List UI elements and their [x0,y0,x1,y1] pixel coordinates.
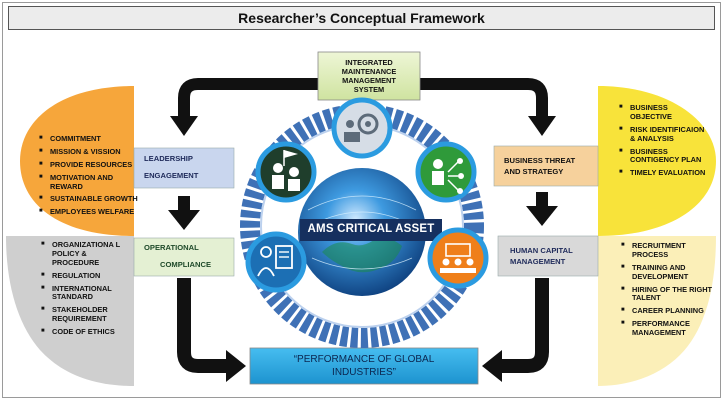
leadership-label: LEADERSHIP ENGAGEMENT [144,148,232,188]
left-upper-list: COMMITMENT MISSION & VISSION PROVIDE RESOU… [38,134,146,221]
top-box-line-4: SYSTEM [353,85,385,95]
business-threat-label: BUSINESS THREAT AND STRATEGY [504,146,596,186]
outer-frame [2,2,721,398]
human-capital-label: HUMAN CAPITAL MANAGEMENT [510,236,596,276]
org-network-icon [415,141,477,203]
right-lower-list: RECRUITMENT PROCESS TRAINING AND DEVELOPM… [620,241,718,342]
arrow-left-bottom-line [177,278,228,373]
maintenance-gear-icon [331,97,393,159]
left-upper-list-item: MISSION & VISSION [39,147,146,157]
arrow-left-mid-shaft [178,196,190,212]
right-lower-list-item: TRAINING AND DEVELOPMENT [621,263,718,282]
leadership-box [133,147,235,189]
arrow-right-bottom-head [482,350,502,382]
operational-label: OPERATIONAL COMPLIANCE [144,238,232,276]
right-upper-list-item: TIMELY EVALUATION [619,168,710,178]
arrow-left-bottom-head [226,350,246,382]
asset-ring [240,104,484,348]
right-upper-list: BUSINESS OBJECTIVE RISK IDENTIFICAION & A… [618,103,710,182]
left-upper-list-item: MOTIVATION AND REWARD [39,173,146,192]
arrow-head-right-down [528,116,556,136]
right-lower-list-item: RECRUITMENT PROCESS [621,241,718,260]
left-upper-list-item: COMMITMENT [39,134,146,144]
left-lower-list-item: STAKEHOLDER REQUIREMENT [41,305,126,324]
top-box-label: INTEGRATED MAINTENANCE MANAGEMENT SYSTEM [318,53,420,99]
bottom-box-label: “PERFORMANCE OF GLOBAL INDUSTRIES” [250,348,478,384]
left-upper-list-item: SUSTAINABLE GROWTH [39,194,146,204]
bottom-box [249,347,479,385]
left-upper-list-item: PROVIDE RESOURCES [39,160,146,170]
center-label-bg [300,219,442,241]
top-box [317,51,421,101]
arrow-right-bottom-line [500,278,549,373]
operational-line-1: OPERATIONAL [144,243,199,253]
top-box-line-3: MANAGEMENT [342,76,396,85]
center-asset-label: AMS CRITICAL ASSET [307,223,435,235]
compliance-document-icon [245,231,307,293]
right-upper-list-item: BUSINESS CONTIGENCY PLAN [619,147,710,166]
leadership-line-1: LEADERSHIP [144,154,193,164]
page-title: Researcher’s Conceptual Framework [8,6,715,30]
operational-line-2: COMPLIANCE [160,260,212,269]
meeting-team-icon [427,227,489,289]
globe-land [322,238,402,273]
right-lower-list-item: PERFORMANCE MANAGEMENT [621,319,718,338]
business-threat-box [493,145,599,187]
business-threat-line-1: BUSINESS THREAT [504,155,576,165]
human-capital-line-1: HUMAN CAPITAL [510,245,573,255]
left-lower-list-item: CODE OF ETHICS [41,327,126,337]
left-lower-list-item: INTERNATIONAL STANDARD [41,284,126,303]
arrow-right-mid-head [526,206,558,226]
top-box-line-1: INTEGRATED [345,57,393,67]
right-upper-list-item: RISK IDENTIFICAION & ANALYSIS [619,125,710,144]
operational-box [133,237,235,277]
left-upper-list-item: EMPLOYEES WELFARE [39,207,146,217]
arrow-right-mid-shaft [536,192,548,208]
left-lower-list-item: ORGANIZATIONA L POLICY & PROCEDURE [41,240,126,268]
left-lower-list-item: REGULATION [41,271,126,281]
business-threat-line-2: AND STRATEGY [504,167,564,176]
arrow-left-mid-head [168,210,200,230]
bottom-box-line-2: INDUSTRIES” [332,367,396,378]
human-capital-line-2: MANAGEMENT [510,257,566,266]
right-lower-list-item: CAREER PLANNING [621,306,718,316]
bottom-box-line-1: “PERFORMANCE OF GLOBAL [293,353,435,365]
team-flag-icon [255,141,317,203]
top-box-line-2: MAINTENANCE [341,66,397,76]
right-upper-list-item: BUSINESS OBJECTIVE [619,103,710,122]
right-lower-list-item: HIRING OF THE RIGHT TALENT [621,285,718,304]
arrow-head-left-down [170,116,198,136]
left-lower-list: ORGANIZATIONA L POLICY & PROCEDURE REGULA… [40,240,126,341]
human-capital-box [497,235,599,277]
leadership-line-2: ENGAGEMENT [144,171,199,180]
